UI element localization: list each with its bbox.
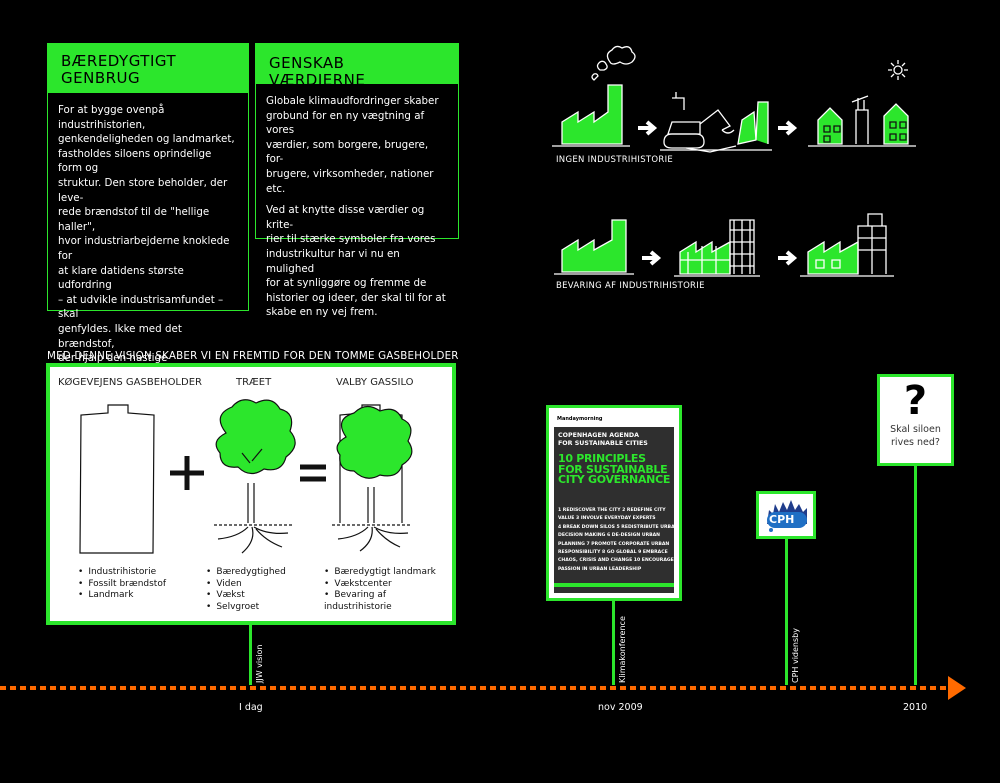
- col1-bullet-list: IndustrihistorieFossilt brændstofLandmar…: [78, 567, 166, 602]
- box1-text-line: struktur. Den store beholder, der leve-: [58, 176, 228, 204]
- box1-body: For at bygge ovenpå industrihistorien, ge…: [47, 92, 249, 452]
- bullet-item: Viden: [206, 579, 286, 591]
- bullet-item: Vækstcenter: [324, 579, 452, 591]
- caption-preservation-industry-history: BEVARING AF INDUSTRIHISTORIE: [556, 281, 705, 291]
- box1-text-line: at klare datidens største udfordring: [58, 264, 184, 292]
- cph-logo-icon: [767, 500, 807, 532]
- poster-headline-line: FOR SUSTAINABLE: [558, 462, 668, 476]
- col2-bullet-list: BæredygtighedVidenVækstSelvgroet: [206, 567, 286, 613]
- marker-label-cph-vidensby: CPH vidensby: [791, 628, 800, 683]
- cph-logo-text: CPH: [769, 513, 795, 526]
- marker-line-2010: [914, 466, 917, 685]
- poster-headline-line: CITY GOVERNANCE: [558, 473, 671, 486]
- tree-sketch: [214, 399, 296, 554]
- poster-principle-line: VALUE 3 INVOLVE EVERYDAY EXPERTS: [558, 516, 656, 522]
- box2-text-line: skabe en ny vej frem.: [266, 306, 378, 319]
- box2-text-line: rier til stærke symboler fra vores: [266, 233, 436, 246]
- marker-line-klima: [612, 600, 615, 685]
- vision-sketches: [79, 399, 413, 554]
- gasholder-sketch: [79, 404, 155, 554]
- question-line-1: Skal siloen: [890, 424, 941, 435]
- col3-title: VALBY GASSILO: [336, 377, 414, 388]
- bullet-item: Selvgroet: [206, 602, 286, 614]
- box2-text-line: Globale klimaudfordringer skaber: [266, 95, 439, 107]
- tick-nov-2009: nov 2009: [598, 702, 643, 713]
- question-box: ? Skal siloen rives ned?: [877, 374, 954, 466]
- timeline-axis: [0, 676, 966, 700]
- marker-label-klimakonference: Klimakonference: [618, 616, 627, 683]
- timeline-arrow-head: [948, 676, 966, 700]
- col2-title: TRÆET: [236, 377, 272, 388]
- box2-text-line: Ved at knytte disse værdier og krite-: [266, 204, 425, 231]
- box2-text-line: for at synliggøre og fremme de: [266, 277, 427, 290]
- box1-text-line: fastholdes siloens oprindelige form og: [58, 147, 212, 175]
- cph-logo-card: CPH: [756, 491, 816, 539]
- tick-i-dag: I dag: [239, 702, 263, 713]
- poster-brand-left: Mandaymorning: [557, 416, 603, 422]
- box2-paragraph-1: Globale klimaudfordringer skaber grobund …: [266, 94, 448, 196]
- bullet-item: Bæredygtigt landmark: [324, 567, 452, 579]
- vision-heading: MED DENNE VISION SKABER VI EN FREMTID FO…: [47, 350, 459, 362]
- marker-line-cph: [785, 539, 788, 685]
- box2-text-line: brugere, virksomheder, nationer etc.: [266, 167, 434, 195]
- box1-text-line: rede brændstof til de "hellige haller",: [58, 206, 210, 233]
- poster-principle-line: CHAOS, CRISIS AND CHANGE 10 ENCOURAGE: [558, 558, 674, 564]
- poster-principle-line: DECISION MAKING 6 DE-DESIGN URBAN: [558, 533, 661, 539]
- question-line-2: rives ned?: [891, 437, 940, 448]
- bullet-item: Landmark: [78, 590, 166, 602]
- vision-panel: KØGEVEJENS GASBEHOLDER TRÆET VALBY GASSI…: [46, 363, 456, 625]
- box2-text-line: historier og ideer, der skal til for at: [266, 291, 446, 304]
- box2-text-line: grobund for en ny vægtning af vores: [266, 109, 425, 137]
- industry-history-sketches: [552, 45, 916, 277]
- gassilo-tree-sketch: [332, 404, 413, 552]
- poster-agenda: COPENHAGEN AGENDA FOR SUSTAINABLE CITIES: [558, 432, 648, 447]
- tick-2010: 2010: [903, 702, 928, 713]
- poster-principle-line: PASSION IN URBAN LEADERSHIP: [558, 566, 642, 572]
- box2-body: Globale klimaudfordringer skaber grobund …: [255, 83, 459, 318]
- poster-brand-bar: Mandaymorning: [554, 413, 674, 427]
- box1-text-line: genfyldes. Ikke med det brændstof,: [58, 322, 182, 350]
- poster-principle-line: PLANNING 7 PROMOTE CORPORATE URBAN: [558, 541, 670, 547]
- poster-principle-line: RESPONSIBILITY 8 GO GLOBAL 9 EMBRACE: [558, 550, 668, 556]
- poster-footer-stripe: [554, 583, 674, 587]
- poster-inner: Mandaymorning COPENHAGEN AGENDA FOR SUST…: [554, 413, 678, 593]
- box2-paragraph-2: Ved at knytte disse værdier og krite-rie…: [266, 203, 448, 320]
- col3-bullet-list: Bæredygtigt landmarkVækstcenterBevaring …: [324, 567, 452, 613]
- poster-principle-line: 4 BREAK DOWN SILOS 5 REDISTRIBUTE URBAN: [558, 524, 679, 530]
- bullet-item: Fossilt brændstof: [78, 579, 166, 591]
- box1-title: BÆREDYGTIGT GENBRUG: [47, 43, 249, 92]
- question-mark: ?: [903, 378, 928, 424]
- plus-sign: [170, 456, 204, 490]
- poster-principles: 1 REDISCOVER THE CITY 2 REDEFINE CITY VAL…: [558, 507, 678, 574]
- houses-sketch: [808, 60, 916, 147]
- factory-sketch-1: [591, 45, 636, 81]
- box2-text-line: industrikultur har vi nu en mulighed: [266, 247, 400, 275]
- bullet-item: Vækst: [206, 590, 286, 602]
- bullet-item: Bevaring af industrihistorie: [324, 590, 452, 613]
- box-baeredygtigt-genbrug: BÆREDYGTIGT GENBRUG For at bygge ovenpå …: [47, 43, 249, 452]
- excavator-sketch: [660, 92, 772, 153]
- renewed-factory-sketch: [800, 213, 894, 277]
- box2-text-line: værdier, som borgere, brugere, for-: [266, 138, 429, 166]
- copenhagen-agenda-poster: Mandaymorning COPENHAGEN AGENDA FOR SUST…: [546, 405, 682, 601]
- box2-title: GENSKAB VÆRDIERNE: [255, 43, 459, 89]
- box-genskab-vaerdierne: GENSKAB VÆRDIERNE Globale klimaudfordrin…: [255, 43, 459, 318]
- caption-no-industry-history: INGEN INDUSTRIHISTORIE: [556, 155, 674, 165]
- box1-text-line: For at bygge ovenpå industrihistorien,: [58, 104, 165, 131]
- box1-text-line: genkendeligheden og landmarket,: [58, 133, 235, 146]
- equals-sign: [300, 464, 326, 482]
- bullet-item: Industrihistorie: [78, 567, 166, 579]
- poster-headline-line: 10 PRINCIPLES: [558, 452, 646, 465]
- scaffold-factory-sketch: [674, 219, 760, 277]
- col1-title: KØGEVEJENS GASBEHOLDER: [58, 377, 202, 388]
- box1-text-line: – at udvikle industrisamfundet – skal: [58, 293, 224, 321]
- poster-principle-line: 1 REDISCOVER THE CITY 2 REDEFINE CITY: [558, 508, 666, 513]
- bullet-item: Bæredygtighed: [206, 567, 286, 579]
- marker-line-jjw: [249, 625, 252, 685]
- box1-text-line: hvor industriarbejderne knoklede for: [58, 235, 230, 262]
